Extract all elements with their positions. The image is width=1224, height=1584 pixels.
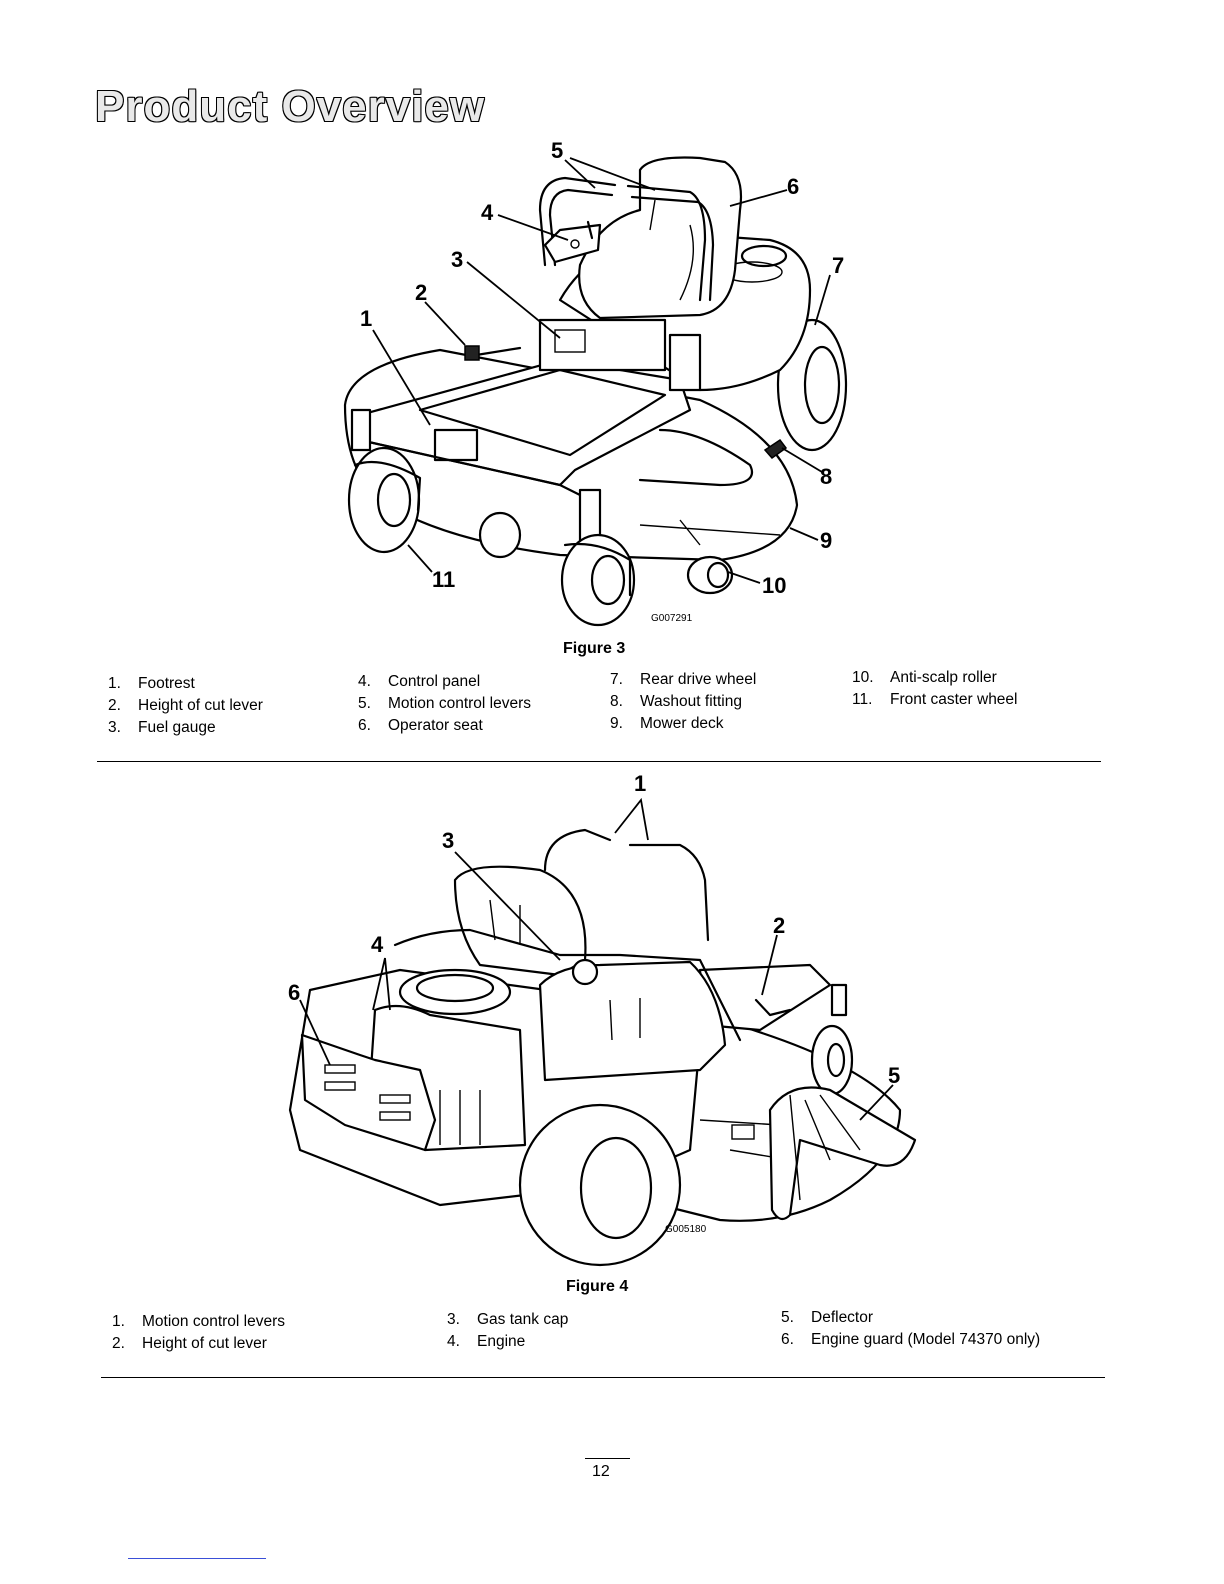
section-divider bbox=[97, 761, 1101, 762]
footer-line bbox=[128, 1558, 266, 1559]
fig3-callout-8: 8 bbox=[820, 464, 832, 489]
legend-item: 4.Engine bbox=[447, 1333, 526, 1350]
fig3-callout-9: 9 bbox=[820, 528, 832, 553]
legend-item: 1.Footrest bbox=[108, 675, 195, 692]
legend-item: 5.Motion control levers bbox=[358, 695, 532, 712]
fig4-legend-col-3: 5.Deflector 6.Engine guard (Model 74370 … bbox=[781, 1307, 1040, 1351]
fig3-callout-1: 1 bbox=[360, 306, 372, 331]
fig3-legend-col-1: 1.Footrest 2.Height of cut lever 3.Fuel … bbox=[108, 673, 263, 739]
fig4-callout-6: 6 bbox=[288, 980, 300, 1005]
fig3-callout-5: 5 bbox=[551, 138, 563, 163]
legend-item: 1.Motion control levers bbox=[112, 1313, 286, 1330]
fig3-legend-col-3: 7.Rear drive wheel 8.Washout fitting 9.M… bbox=[610, 669, 756, 735]
fig3-callout-7: 7 bbox=[832, 253, 844, 278]
legend-item: 3.Gas tank cap bbox=[447, 1311, 569, 1328]
legend-item: 4.Control panel bbox=[358, 673, 481, 690]
page-number: 12 bbox=[592, 1463, 610, 1480]
figure-4-illustration: 1 3 2 4 6 5 G005180 bbox=[288, 771, 917, 1267]
fig3-callout-11: 11 bbox=[432, 567, 455, 592]
figure-3-caption: Figure 3 bbox=[563, 640, 626, 657]
legend-item: 8.Washout fitting bbox=[610, 693, 742, 710]
fig3-legend-col-4: 10.Anti-scalp roller 11.Front caster whe… bbox=[852, 667, 1018, 711]
fig4-callout-2: 2 bbox=[773, 913, 785, 938]
legend-item: 2.Height of cut lever bbox=[108, 697, 263, 714]
legend-item: 11.Front caster wheel bbox=[852, 691, 1018, 708]
fig4-legend-col-2: 3.Gas tank cap 4.Engine bbox=[447, 1309, 568, 1353]
section-divider bbox=[101, 1377, 1105, 1378]
legend-item: 6.Engine guard (Model 74370 only) bbox=[781, 1331, 1041, 1348]
fig4-legend-col-1: 1.Motion control levers 2.Height of cut … bbox=[112, 1311, 285, 1355]
fig3-callout-10: 10 bbox=[762, 573, 786, 598]
legend-item: 6.Operator seat bbox=[358, 717, 483, 734]
fig3-callout-4: 4 bbox=[481, 200, 494, 225]
legend-item: 3.Fuel gauge bbox=[108, 719, 216, 736]
figure-3-illustration: 5 6 4 3 7 2 1 8 9 10 11 G007291 bbox=[343, 138, 848, 627]
fig3-image-code: G007291 bbox=[651, 613, 693, 624]
fig4-callout-1: 1 bbox=[634, 771, 646, 796]
legend-item: 9.Mower deck bbox=[610, 715, 724, 732]
legend-item: 7.Rear drive wheel bbox=[610, 671, 757, 688]
legend-item: 2.Height of cut lever bbox=[112, 1335, 267, 1352]
fig3-legend-col-2: 4.Control panel 5.Motion control levers … bbox=[358, 671, 531, 737]
fig4-callout-3: 3 bbox=[442, 828, 454, 853]
fig4-callout-4: 4 bbox=[371, 932, 384, 957]
legend-item: 10.Anti-scalp roller bbox=[852, 669, 997, 686]
page-number-rule bbox=[585, 1458, 630, 1459]
fig4-callout-5: 5 bbox=[888, 1063, 900, 1088]
fig3-callout-2: 2 bbox=[415, 280, 427, 305]
page-title: Product Overview bbox=[95, 82, 486, 131]
legend-item: 5.Deflector bbox=[781, 1309, 874, 1326]
fig3-callout-3: 3 bbox=[451, 247, 463, 272]
figure-4-caption: Figure 4 bbox=[566, 1278, 629, 1295]
fig3-callout-6: 6 bbox=[787, 174, 799, 199]
fig4-image-code: G005180 bbox=[665, 1224, 707, 1235]
